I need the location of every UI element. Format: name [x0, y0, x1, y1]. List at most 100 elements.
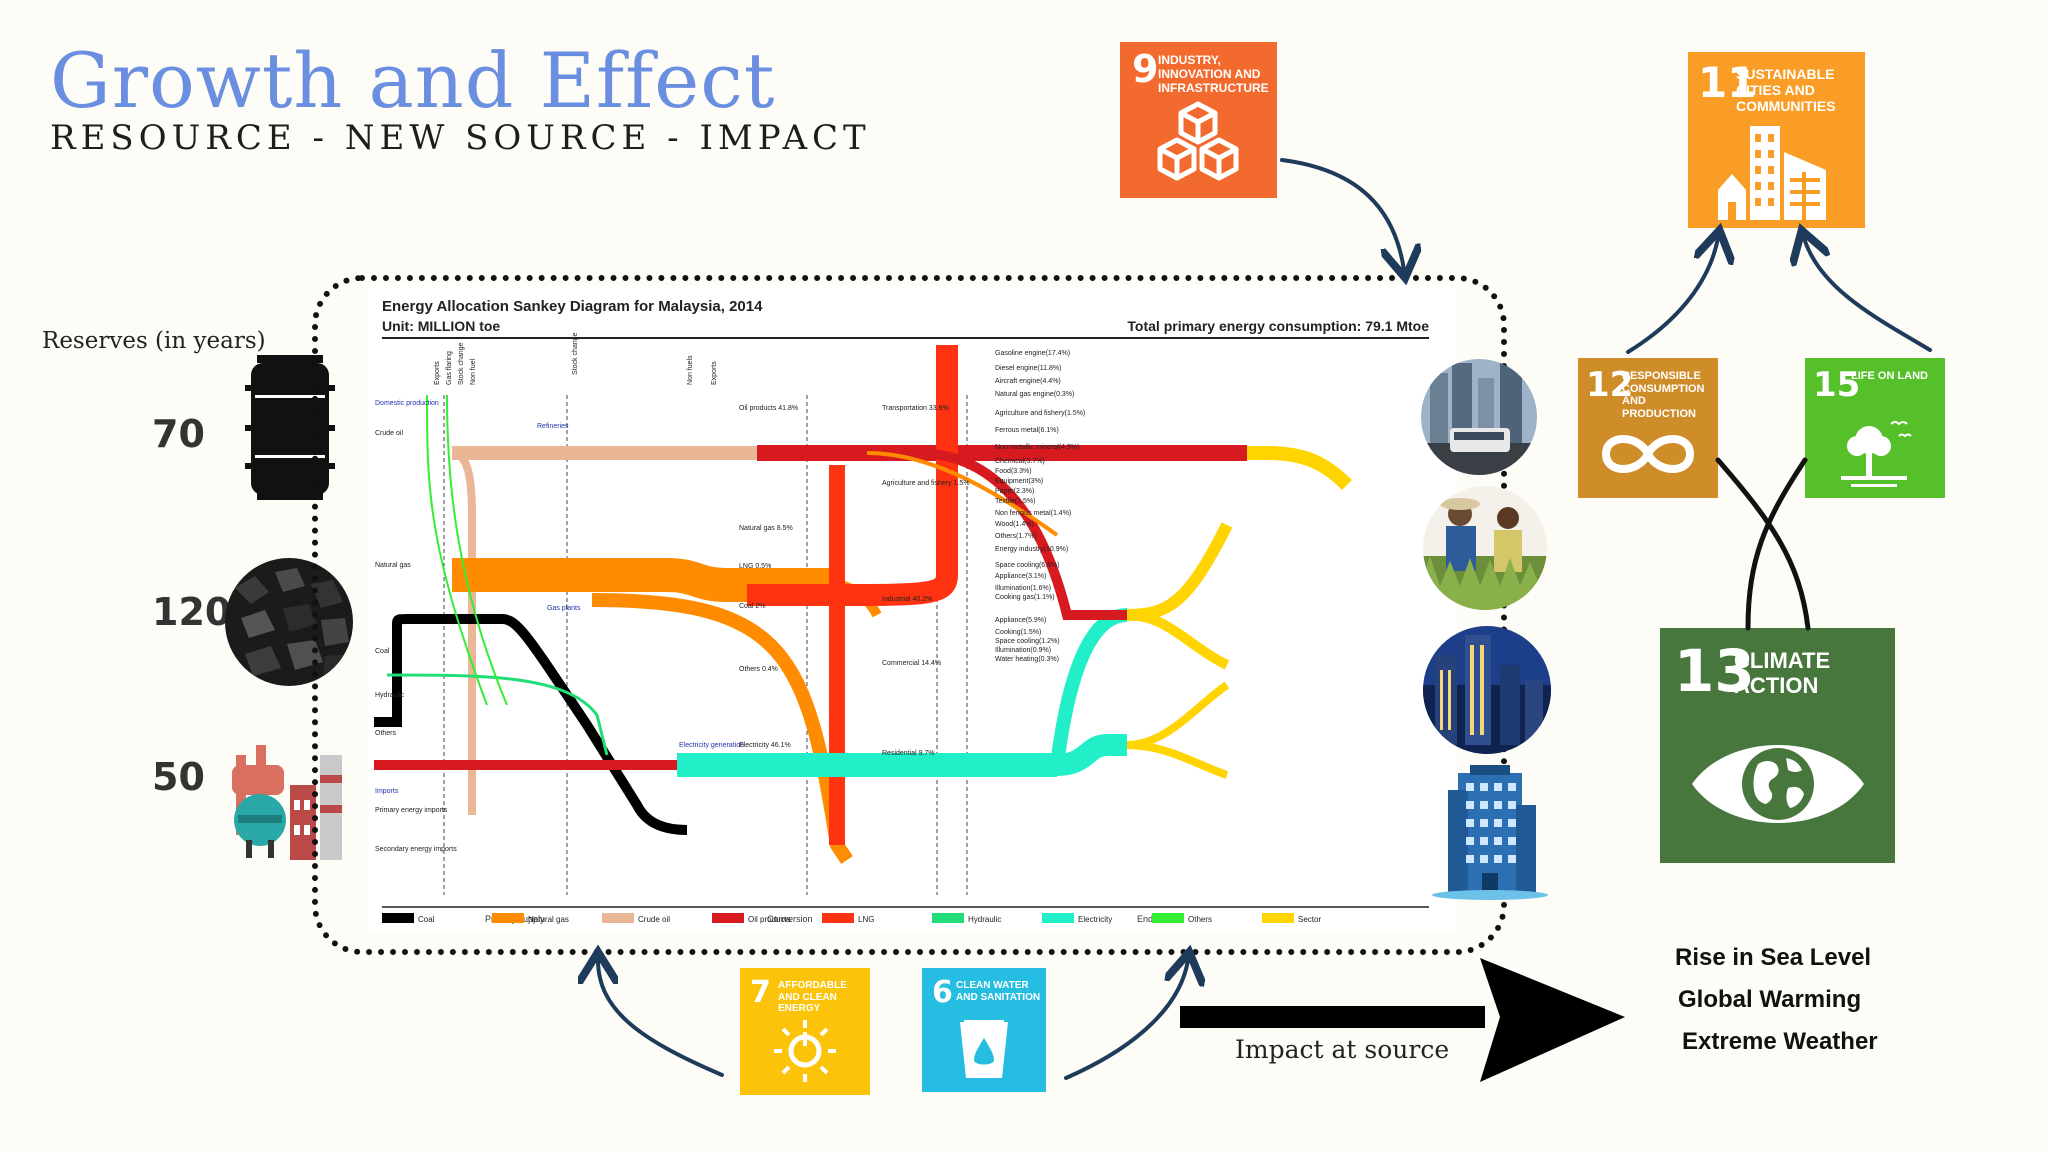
impact-at-source-label: Impact at source	[1235, 1035, 1450, 1064]
legend-swatch	[1262, 913, 1294, 923]
carrier-oil-products: Oil products 41.8%	[739, 405, 798, 412]
conversion-gas-plants: Gas plants	[547, 605, 581, 612]
end-use-label: Aircraft engine(4.4%)	[995, 378, 1061, 385]
sdg-6-tile: 6 CLEAN WATER AND SANITATION	[922, 968, 1046, 1092]
impact-sea-level: Rise in Sea Level	[1675, 944, 1872, 971]
sankey-total: Total primary energy consumption: 79.1 M…	[1127, 318, 1429, 334]
city-icon	[1718, 126, 1826, 220]
carrier-coal: Coal 2%	[739, 603, 765, 610]
sdg-15-text: LIFE ON LAND	[1851, 370, 1928, 382]
sdg-9-number: 9	[1132, 47, 1159, 91]
carrier-lng: LNG 0.5%	[739, 563, 771, 570]
impact-arrow	[1180, 958, 1625, 1082]
water-glass-icon	[960, 1020, 1008, 1078]
end-use-label: Cooking gas(1.1%)	[995, 594, 1055, 601]
sdg-7-bg	[740, 968, 870, 1095]
sdg-9-tile: 9 INDUSTRY, INNOVATION AND INFRASTRUCTUR…	[1120, 42, 1277, 198]
gas-plant-icon	[232, 745, 342, 860]
sdg-12-text: RESPONSIBLE CONSUMPTION AND PRODUCTION	[1622, 370, 1705, 420]
reserves-label: Reserves (in years)	[42, 328, 266, 354]
end-use-label: Space cooling(1.2%)	[995, 638, 1060, 645]
end-use-label: Wood(1.4%)	[995, 521, 1034, 528]
arrow-sdg6-to-frame	[1064, 960, 1188, 1080]
transport-photo	[1421, 359, 1537, 475]
top-label-stock-change-2: Stock change	[572, 332, 579, 375]
residential-building-icon	[1432, 765, 1548, 900]
sector-industrial: Industrial 40.2%	[882, 596, 932, 603]
end-use-label: Others(1.7%)	[995, 533, 1037, 540]
end-use-label: Ferrous metal(6.1%)	[995, 427, 1059, 434]
sector-commercial: Commercial 14.4%	[882, 660, 941, 667]
end-use-label: Illumination(0.9%)	[995, 647, 1051, 654]
sdg-11-number: 11	[1698, 58, 1757, 107]
end-use-label: Energy industry(10.9%)	[995, 546, 1068, 553]
sector-residential: Residential 9.7%	[882, 750, 935, 757]
end-use-label: Appliance(5.9%)	[995, 617, 1046, 624]
sdg-13-text: CLIMATE ACTION	[1734, 648, 1831, 699]
carrier-electricity: Electricity 46.1%	[739, 742, 791, 749]
source-natural-gas: Natural gas	[375, 562, 411, 569]
source-secondary-imports: Secondary energy imports	[375, 846, 457, 853]
legend-label: Natural gas	[528, 915, 569, 924]
infinity-icon	[1601, 435, 1695, 473]
end-use-label: Chemical(3.7%)	[995, 458, 1045, 465]
sdg-9-text: INDUSTRY, INNOVATION AND INFRASTRUCTURE	[1158, 53, 1269, 95]
reserve-value-gas: 50	[152, 755, 205, 799]
source-imports: Imports	[375, 788, 399, 795]
line-sdg15-to-sdg13	[1745, 457, 1808, 631]
sdg-13-number: 13	[1674, 637, 1755, 705]
top-label-exports-2: Exports	[711, 361, 718, 385]
top-label-non-fuels: Non fuels	[687, 355, 694, 385]
end-use-label: Textile(1.5%)	[995, 498, 1035, 505]
sdg-7-tile: 7 AFFORDABLE AND CLEAN ENERGY	[740, 968, 870, 1095]
legend-label: Crude oil	[638, 915, 670, 924]
sdg-13-tile: 13 CLIMATE ACTION	[1660, 628, 1895, 863]
end-use-label: Space cooling(6.6%)	[995, 562, 1060, 569]
legend-swatch	[602, 913, 634, 923]
end-use-label: Non-metallic mineral(4.9%)	[995, 444, 1079, 451]
sdg-7-text: AFFORDABLE AND CLEAN ENERGY	[778, 980, 847, 1014]
sdg-15-number: 15	[1813, 365, 1861, 405]
end-use-label: Food(3.3%)	[995, 468, 1032, 475]
top-label-gas-flaring: Gas flaring	[446, 351, 453, 385]
legend-label: Sector	[1298, 915, 1321, 924]
arrow-sdg12-to-sdg11	[1626, 238, 1718, 354]
sdg-12-tile: 12 RESPONSIBLE CONSUMPTION AND PRODUCTIO…	[1578, 358, 1718, 498]
top-label-exports: Exports	[434, 361, 441, 385]
tree-icon	[1841, 421, 1912, 487]
source-coal: Coal	[375, 648, 390, 655]
legend-label: LNG	[858, 915, 874, 924]
sdg-6-number: 6	[932, 975, 953, 1010]
impact-extreme-weather: Extreme Weather	[1682, 1028, 1878, 1055]
end-use-label: Equipment(3%)	[995, 478, 1043, 485]
top-label-stock-change: Stock change	[458, 342, 465, 385]
sector-agriculture: Agriculture and fishery 1.5%	[882, 480, 970, 487]
column-conversion: Conversion	[767, 914, 813, 924]
legend-label: Others	[1188, 915, 1212, 924]
source-hydraulic: Hydraulic	[375, 692, 405, 699]
source-primary-imports: Primary energy imports	[375, 807, 448, 814]
top-label-non-fuel: Non fuel	[470, 358, 477, 385]
legend-label: Oil products	[748, 915, 791, 924]
conversion-refineries: Refineries	[537, 423, 569, 430]
reserve-value-coal: 120	[152, 590, 232, 634]
cubes-icon	[1157, 101, 1239, 181]
sdg-12-number: 12	[1586, 365, 1634, 405]
end-use-label: Non ferrous metal(1.4%)	[995, 510, 1071, 517]
carrier-natural-gas: Natural gas 8.5%	[739, 525, 793, 532]
sankey-frame	[312, 275, 1507, 955]
impact-global-warming: Global Warming	[1678, 986, 1862, 1013]
sdg-6-text: CLEAN WATER AND SANITATION	[956, 980, 1041, 1003]
arrow-sdg9-to-frame	[1280, 158, 1404, 270]
end-use-label: Natural gas engine(0.3%)	[995, 391, 1074, 398]
conversion-electricity: Electricity generation	[679, 742, 744, 749]
legend-label: Hydraulic	[968, 915, 1001, 924]
eye-globe-icon	[1692, 745, 1864, 823]
arrow-sdg7-to-frame	[598, 960, 724, 1077]
end-use-label: Diesel engine(11.8%)	[995, 365, 1061, 372]
sankey-unit: Unit: MILLION toe	[382, 318, 500, 334]
sankey-diagram: Energy Allocation Sankey Diagram for Mal…	[367, 285, 1457, 930]
legend-swatch	[492, 913, 524, 923]
oil-barrel-icon	[245, 355, 335, 500]
